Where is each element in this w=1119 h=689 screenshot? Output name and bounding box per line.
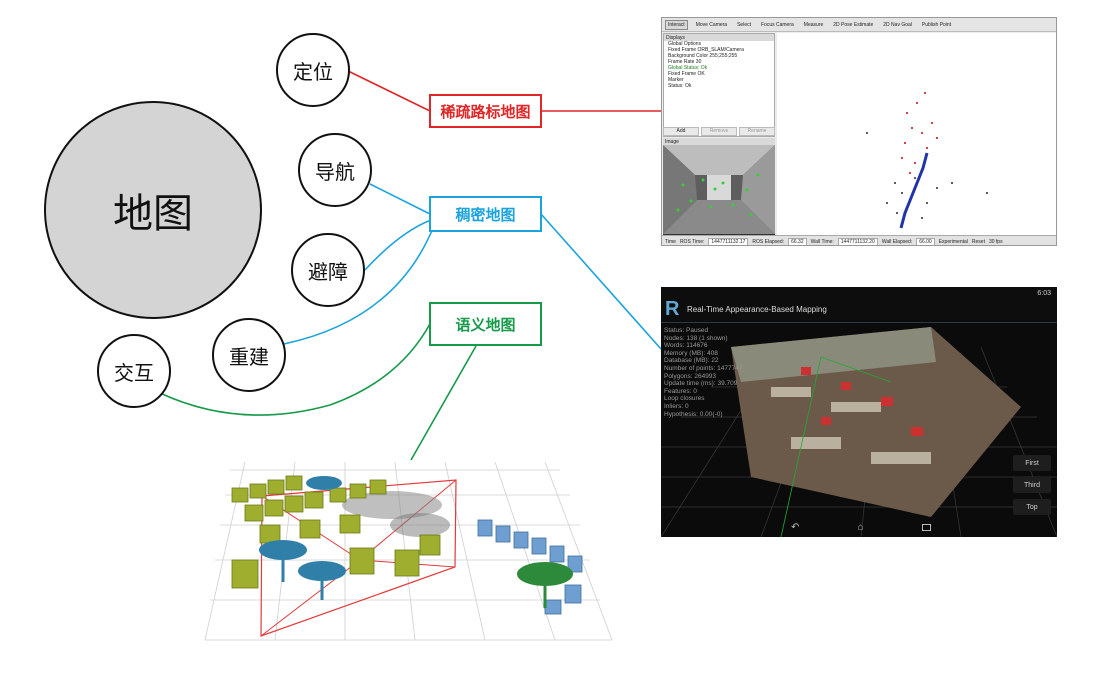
tool-focus-camera[interactable]: Focus Camera <box>761 21 794 28</box>
rviz-3d-view[interactable] <box>777 33 1056 235</box>
reset-button[interactable]: Reset <box>971 238 985 245</box>
tool-2d-pose-estimate[interactable]: 2D Pose Estimate <box>833 21 874 28</box>
task-obstacle-avoidance-label: 避障 <box>308 259 348 284</box>
image-panel: Image <box>663 138 775 235</box>
task-localization: 定位 <box>276 33 350 107</box>
link-semantic-scene <box>410 345 477 461</box>
time-panel: Time ROS Time: 1447711132.17 ROS Elapsed… <box>662 235 1056 245</box>
view-top-button[interactable]: Top <box>1013 499 1051 515</box>
link-navigation-dense <box>369 183 431 215</box>
link-localization-sparse <box>343 68 431 112</box>
link-dense-rtab <box>540 213 662 350</box>
status-line: Hypothesis: 0.00(-0) <box>664 410 723 418</box>
task-reconstruction-label: 重建 <box>229 344 269 369</box>
camera-image <box>663 145 775 234</box>
sparse-point-cloud <box>866 91 988 229</box>
display-row[interactable]: Frame Rate 30 <box>668 59 702 65</box>
map-center-circle <box>44 101 262 319</box>
tool-move-camera[interactable]: Move Camera <box>695 21 728 28</box>
task-navigation-label: 导航 <box>315 159 355 184</box>
task-interaction-label: 交互 <box>114 360 154 385</box>
semantic-map-box: 语义地图 <box>429 302 542 346</box>
rtabmap-window: R Real-Time Appearance-Based Mapping 6:0… <box>661 287 1057 537</box>
display-row[interactable]: Global Status: Ok <box>668 65 708 71</box>
back-icon[interactable]: ↶ <box>791 521 800 533</box>
dense-map-box: 稠密地图 <box>429 196 542 232</box>
status-line: Memory (MB): 408 <box>664 349 718 357</box>
display-row[interactable]: Marker <box>668 77 684 83</box>
ros-time-field: 1447711132.17 <box>708 237 749 245</box>
app-bar: R Real-Time Appearance-Based Mapping 6:0… <box>661 287 1057 323</box>
status-line: Loop closures <box>664 395 705 403</box>
dense-reconstruction-view[interactable] <box>661 287 1057 537</box>
status-line: Inliers: 0 <box>664 402 689 410</box>
display-buttons: Add Remove Rename <box>663 127 775 136</box>
sparse-landmark-map-label: 稀疏路标地图 <box>440 102 531 121</box>
ros-elapsed-label: ROS Elapsed: <box>752 238 785 245</box>
app-title: Real-Time Appearance-Based Mapping <box>687 305 827 314</box>
rviz-window: Interact Move Camera Select Focus Camera… <box>661 17 1057 246</box>
displays-title: Displays <box>664 34 774 41</box>
status-line: Nodes: 138 (1 shown) <box>664 334 728 342</box>
sparse-landmark-map-box: 稀疏路标地图 <box>429 94 542 128</box>
status-line: Features: 0 <box>664 387 697 395</box>
task-interaction: 交互 <box>97 334 171 408</box>
ros-elapsed-field: 66.32 <box>788 237 807 245</box>
ros-time-label: ROS Time: <box>679 238 705 245</box>
semantic-map-scene <box>204 461 613 641</box>
link-interaction-semantic <box>159 321 432 416</box>
display-row[interactable]: Status: Ok <box>668 83 692 89</box>
status-clock: 6:03 <box>1037 290 1051 297</box>
remove-button[interactable]: Remove <box>701 127 737 136</box>
tool-measure[interactable]: Measure <box>803 21 824 28</box>
status-line: Update time (ms): 39.709 <box>664 380 738 388</box>
status-line: Polygons: 264993 <box>664 372 717 380</box>
image-title: Image <box>663 138 775 145</box>
status-line: Database (MB): 22 <box>664 357 719 365</box>
display-row[interactable]: Global Options <box>668 41 702 47</box>
tool-interact[interactable]: Interact <box>665 19 688 30</box>
tool-publish-point[interactable]: Publish Point <box>921 21 952 28</box>
task-localization-label: 定位 <box>293 59 333 84</box>
link-avoidance-dense <box>364 219 432 271</box>
wall-elapsed-field: 66.00 <box>916 237 935 245</box>
view-first-button[interactable]: First <box>1013 455 1051 471</box>
display-row[interactable]: Fixed Frame OK <box>668 71 705 77</box>
task-obstacle-avoidance: 避障 <box>291 233 365 307</box>
wall-time-field: 1447711132.20 <box>837 237 878 245</box>
android-nav-bar: ↶ ⌂ <box>791 521 931 533</box>
display-row[interactable]: Fixed Frame ORB_SLAM/Camera <box>668 47 744 53</box>
experimental-checkbox[interactable]: Experimental <box>938 238 968 245</box>
task-navigation: 导航 <box>298 133 372 207</box>
display-row[interactable]: Background Color 255;255;255 <box>668 53 738 59</box>
rtabmap-logo: R <box>665 298 680 320</box>
link-reconstruction-dense <box>283 227 434 345</box>
task-reconstruction: 重建 <box>212 318 286 392</box>
home-icon[interactable]: ⌂ <box>857 521 864 533</box>
semantic-map-label: 语义地图 <box>455 315 516 334</box>
fps-readout: 30 fps <box>988 238 1003 245</box>
add-button[interactable]: Add <box>663 127 699 136</box>
status-line: Status: Paused <box>664 327 709 334</box>
map-center-label: 地图 <box>113 191 193 237</box>
time-title: Time <box>665 238 676 245</box>
recent-apps-icon[interactable] <box>922 523 931 531</box>
status-line: Number of points: 1477747 <box>664 364 743 372</box>
status-line: Words: 114676 <box>664 342 708 350</box>
tool-select[interactable]: Select <box>737 21 751 28</box>
wall-time-label: Wall Time: <box>810 238 834 245</box>
tool-2d-nav-goal[interactable]: 2D Nav Goal <box>883 21 912 28</box>
view-third-button[interactable]: Third <box>1013 477 1051 493</box>
rviz-toolbar: Interact Move Camera Select Focus Camera… <box>662 18 1056 32</box>
wall-elapsed-label: Wall Elapsed: <box>881 238 913 245</box>
rename-button[interactable]: Rename <box>739 127 775 136</box>
displays-panel: Displays Global Options Fixed Frame ORB_… <box>663 33 775 137</box>
dense-map-label: 稠密地图 <box>455 205 516 224</box>
status-overlay: Status: Paused Nodes: 138 (1 shown) Word… <box>664 327 742 418</box>
